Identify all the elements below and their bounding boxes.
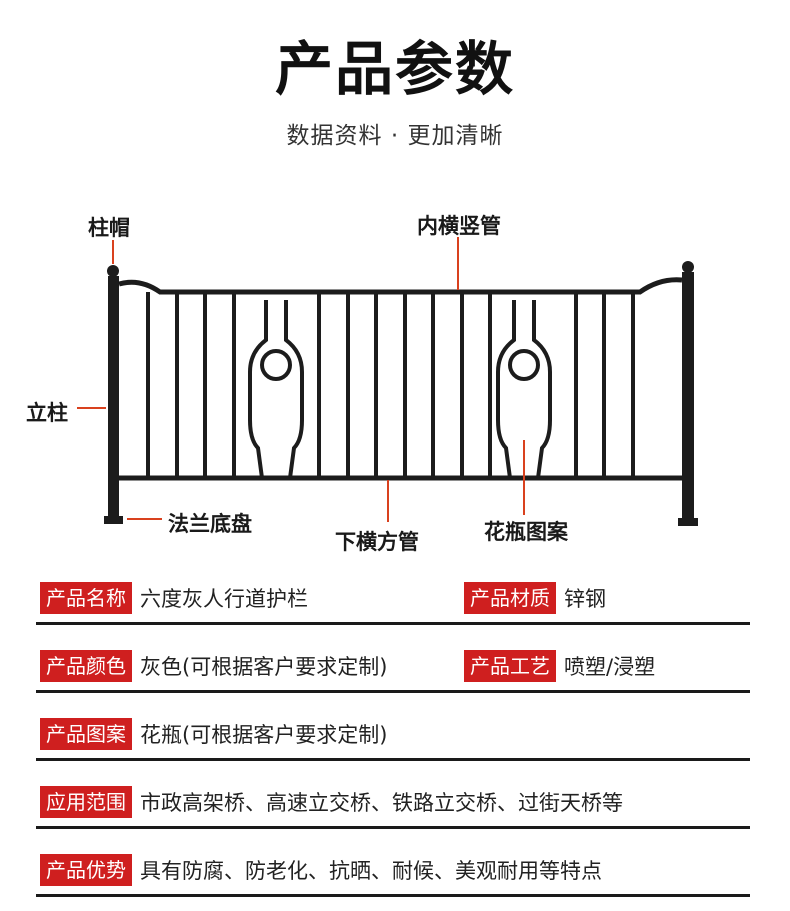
- spec-row-name-material: 产品名称 六度灰人行道护栏 产品材质 锌钢: [36, 576, 750, 625]
- fence-illustration: [77, 237, 698, 526]
- spec-row-pattern: 产品图案 花瓶(可根据客户要求定制): [36, 712, 750, 761]
- spec-advantage-label: 产品优势: [40, 854, 132, 886]
- spec-material: 产品材质 锌钢: [464, 582, 606, 614]
- cap-label: 柱帽: [88, 216, 130, 240]
- spec-advantage: 产品优势 具有防腐、防老化、抗晒、耐候、美观耐用等特点: [40, 854, 602, 886]
- post-label: 立柱: [26, 401, 68, 425]
- spec-advantage-value: 具有防腐、防老化、抗晒、耐候、美观耐用等特点: [140, 859, 602, 883]
- balusters: [146, 292, 635, 478]
- spec-craft-label: 产品工艺: [464, 650, 556, 682]
- vase-pattern-left: [248, 300, 304, 479]
- vase-label: 花瓶图案: [484, 520, 568, 544]
- spec-pattern-value: 花瓶(可根据客户要求定制): [140, 723, 388, 747]
- spec-row-advantage: 产品优势 具有防腐、防老化、抗晒、耐候、美观耐用等特点: [36, 848, 750, 897]
- spec-craft-value: 喷塑/浸塑: [564, 655, 656, 679]
- spec-color: 产品颜色 灰色(可根据客户要求定制): [40, 650, 387, 682]
- spec-pattern-label: 产品图案: [40, 718, 132, 750]
- fence-diagram: 柱帽 内横竖管 立柱 法兰底盘 下横方管 花瓶图案: [0, 190, 790, 570]
- spec-color-value: 灰色(可根据客户要求定制): [140, 655, 388, 679]
- spec-usage-value: 市政高架桥、高速立交桥、铁路立交桥、过街天桥等: [140, 791, 623, 815]
- spec-usage: 应用范围 市政高架桥、高速立交桥、铁路立交桥、过街天桥等: [40, 786, 623, 818]
- spec-material-value: 锌钢: [564, 587, 606, 611]
- bottom-tube-label: 下横方管: [335, 530, 419, 554]
- page-title: 产品参数: [274, 35, 515, 103]
- inner-tube-label: 内横竖管: [417, 214, 501, 238]
- flange-label: 法兰底盘: [168, 512, 252, 536]
- spec-usage-label: 应用范围: [40, 786, 132, 818]
- page-subtitle: 数据资料 · 更加清晰: [286, 123, 504, 149]
- right-post: [678, 261, 698, 526]
- vase-pattern-right: [496, 300, 552, 479]
- spec-pattern: 产品图案 花瓶(可根据客户要求定制): [40, 718, 387, 750]
- spec-row-color-craft: 产品颜色 灰色(可根据客户要求定制) 产品工艺 喷塑/浸塑: [36, 644, 750, 693]
- left-post: [104, 265, 123, 524]
- spec-name-value: 六度灰人行道护栏: [140, 587, 308, 611]
- leader-lines: [77, 237, 525, 522]
- top-rail: [118, 277, 683, 295]
- spec-color-label: 产品颜色: [40, 650, 132, 682]
- spec-material-label: 产品材质: [464, 582, 556, 614]
- spec-row-usage: 应用范围 市政高架桥、高速立交桥、铁路立交桥、过街天桥等: [36, 780, 750, 829]
- spec-name: 产品名称 六度灰人行道护栏: [40, 582, 308, 614]
- spec-craft: 产品工艺 喷塑/浸塑: [464, 650, 655, 682]
- spec-name-label: 产品名称: [40, 582, 132, 614]
